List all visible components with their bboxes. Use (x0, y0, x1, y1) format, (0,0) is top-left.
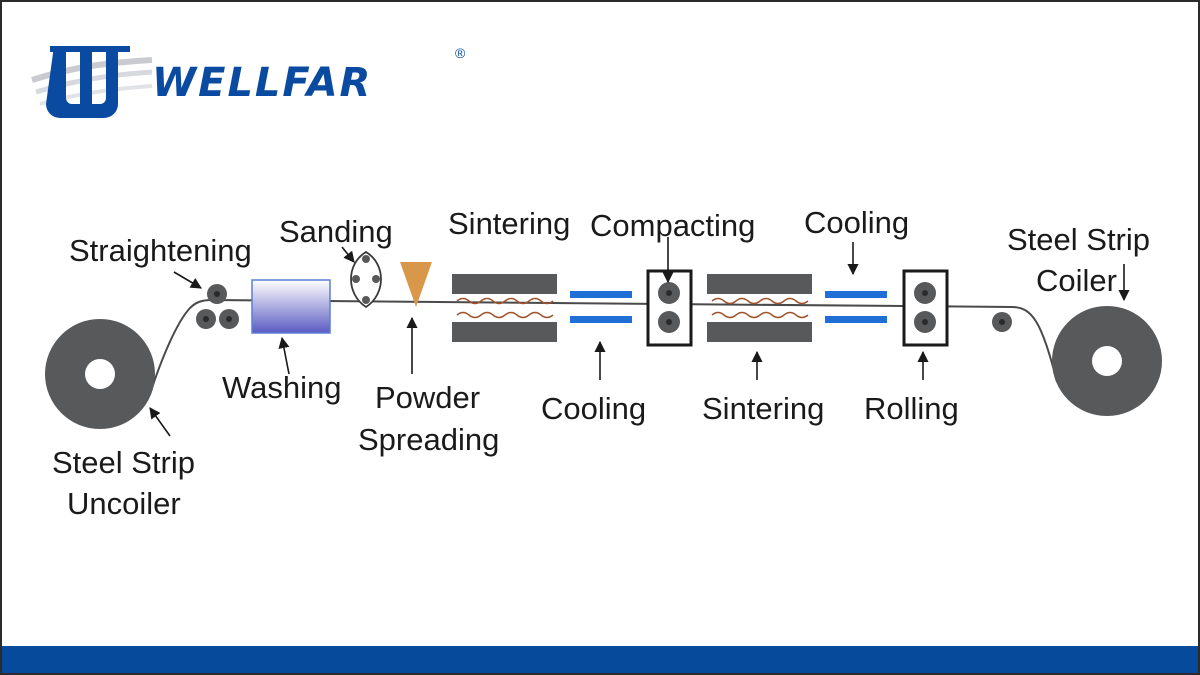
sintering-furnace-1 (452, 274, 557, 342)
label-powder-spreading-line2: Spreading (358, 422, 499, 457)
compacting-rollers (646, 269, 693, 347)
label-cooling-bottom: Cooling (541, 391, 646, 426)
wellfar-logo: WELLFAR ® (31, 45, 466, 118)
brand-name: WELLFAR (152, 60, 372, 106)
label-steel-strip-uncoiler-line2: Uncoiler (67, 486, 181, 521)
label-washing: Washing (222, 370, 341, 405)
sintering-furnace-2 (707, 274, 812, 342)
steel-strip-line (149, 298, 1058, 395)
label-sintering-top: Sintering (448, 206, 570, 241)
straightening-rollers (196, 284, 239, 329)
registered-mark: ® (455, 45, 466, 61)
cooling-unit-2 (825, 291, 887, 323)
label-sanding: Sanding (279, 214, 393, 249)
label-compacting: Compacting (590, 208, 755, 243)
label-powder-spreading-line1: Powder (375, 380, 480, 415)
uncoiler-coil (45, 319, 155, 429)
label-sintering-bottom: Sintering (702, 391, 824, 426)
logo-emblem-icon (31, 46, 153, 118)
label-rolling: Rolling (864, 391, 959, 426)
label-cooling-top: Cooling (804, 205, 909, 240)
footer-bar (2, 646, 1198, 673)
cooling-unit-1 (570, 291, 632, 323)
washing-tank (251, 279, 331, 334)
label-steel-strip-coiler-line1: Steel Strip (1007, 222, 1150, 257)
sanding-unit (350, 250, 382, 309)
guide-roller (992, 312, 1012, 332)
label-arrows (149, 237, 1130, 437)
label-straightening: Straightening (69, 233, 252, 268)
rolling-rollers (902, 269, 949, 347)
coiler-coil (1052, 306, 1162, 416)
label-steel-strip-uncoiler-line1: Steel Strip (52, 445, 195, 480)
label-steel-strip-coiler-line2: Coiler (1036, 263, 1117, 298)
powder-hopper (400, 262, 432, 307)
